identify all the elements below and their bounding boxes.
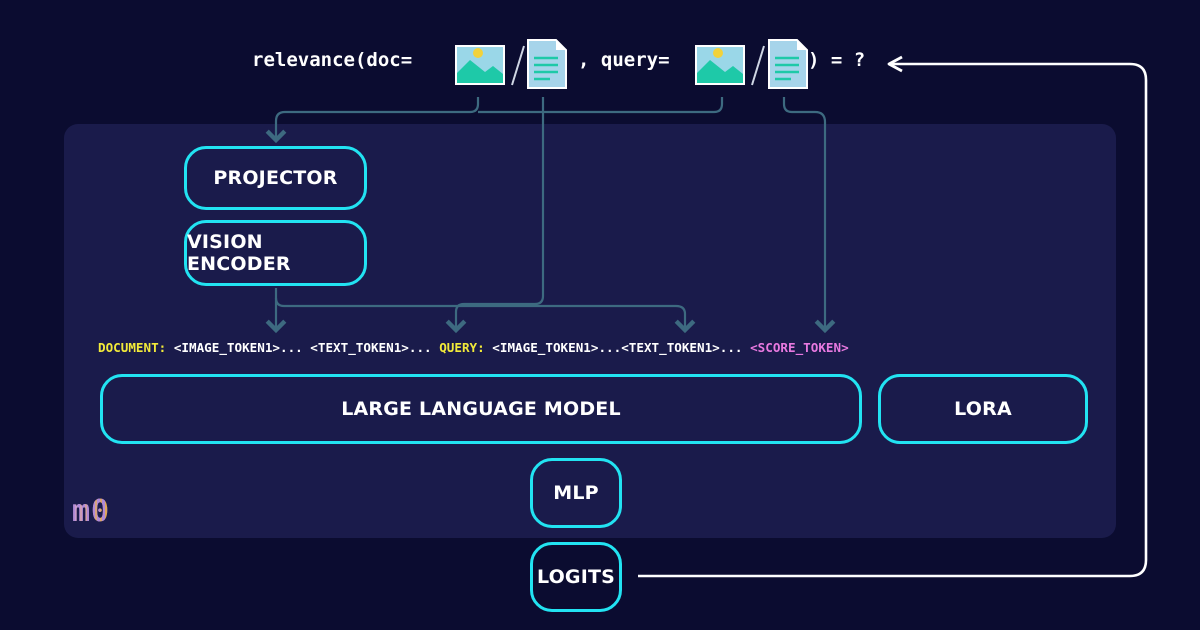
wire-logits-feedback — [638, 62, 1148, 578]
projector-label: PROJECTOR — [213, 167, 338, 189]
doc-document-icon — [527, 39, 567, 89]
wire-query-text-to-token — [782, 97, 836, 334]
formula-separator: , query= — [578, 49, 670, 71]
llm-box: LARGE LANGUAGE MODEL — [100, 374, 862, 444]
logits-label: LOGITS — [536, 566, 616, 588]
formula-prefix: relevance(doc= — [252, 49, 413, 71]
query-image-icon — [695, 45, 745, 85]
wire-doc-text-to-token — [445, 97, 545, 334]
slash-1 — [511, 45, 525, 86]
query-tokens: <IMAGE_TOKEN1>...<TEXT_TOKEN1>... — [484, 340, 751, 355]
wire-query-image-to-projector — [478, 97, 724, 114]
query-document-icon — [768, 39, 808, 89]
m0-logo: m0 — [72, 494, 111, 529]
formula-suffix: ) = ? — [808, 49, 866, 71]
query-label: QUERY: — [439, 340, 485, 355]
feedback-arrowhead — [887, 55, 903, 73]
logits-box: LOGITS — [530, 542, 622, 612]
score-token: <SCORE_TOKEN> — [750, 340, 849, 355]
document-label: DOCUMENT: — [98, 340, 167, 355]
lora-box: LORA — [878, 374, 1088, 444]
wire-encoder-to-query-image-token — [274, 297, 696, 334]
slash-2 — [751, 45, 765, 86]
token-sequence: DOCUMENT: <IMAGE_TOKEN1>... <TEXT_TOKEN1… — [98, 340, 1098, 355]
llm-label: LARGE LANGUAGE MODEL — [341, 398, 621, 420]
projector-box: PROJECTOR — [184, 146, 367, 210]
vision-encoder-label: VISION ENCODER — [187, 231, 291, 275]
wire-doc-image-to-projector — [265, 97, 480, 144]
mlp-box: MLP — [530, 458, 622, 528]
doc-image-icon — [455, 45, 505, 85]
mlp-label: MLP — [553, 482, 599, 504]
vision-encoder-box: VISION ENCODER — [184, 220, 367, 286]
doc-tokens: <IMAGE_TOKEN1>... <TEXT_TOKEN1>... — [166, 340, 440, 355]
lora-label: LORA — [954, 398, 1012, 420]
